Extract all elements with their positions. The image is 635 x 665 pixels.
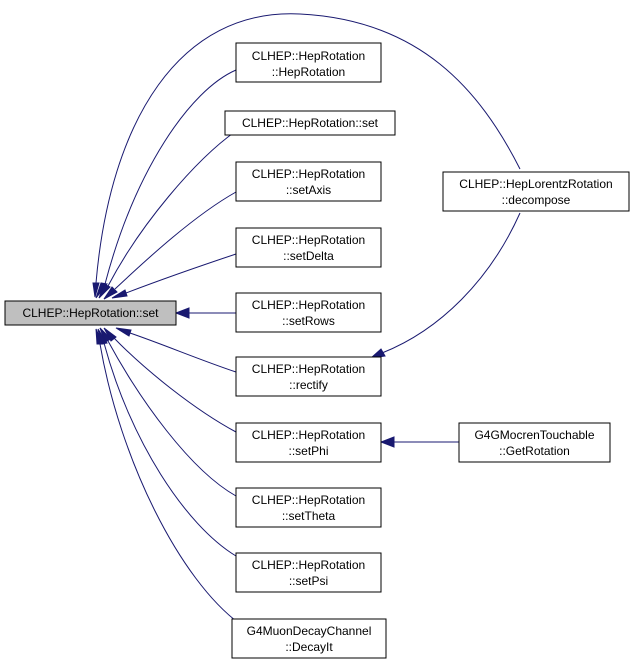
arrowhead-set-rows xyxy=(174,307,190,319)
node-label-line2: ::GetRotation xyxy=(499,444,570,458)
edge-set-psi-to-root xyxy=(103,342,237,557)
node-label: CLHEP::HepRotation::set xyxy=(22,306,159,320)
node-label-line1: CLHEP::HepRotation xyxy=(252,298,365,312)
edge-set-theta-to-root xyxy=(107,340,237,497)
node-hep-rotation-ctor[interactable]: CLHEP::HepRotation ::HepRotation xyxy=(235,42,382,83)
arrowhead-mocren-get-rotation xyxy=(379,436,395,448)
arrowhead-lorentz-decompose-root xyxy=(92,282,100,298)
node-hep-rotation-set[interactable]: CLHEP::HepRotation::set xyxy=(224,110,396,136)
node-label: CLHEP::HepRotation::set xyxy=(242,116,379,130)
node-label-line1: CLHEP::HepLorentzRotation xyxy=(459,177,612,191)
node-set-psi[interactable]: CLHEP::HepRotation ::setPsi xyxy=(235,552,382,593)
arrowhead-muon-decay-it xyxy=(95,328,104,345)
edge-lorentz-decompose-to-root xyxy=(95,13,521,284)
arrowhead-set-theta xyxy=(99,327,112,343)
node-muon-decay-it[interactable]: G4MuonDecayChannel ::DecayIt xyxy=(231,618,387,659)
node-label-line1: CLHEP::HepRotation xyxy=(252,362,365,376)
edge-hep-rotation-set-to-root xyxy=(107,130,237,287)
node-label-line2: ::setDelta xyxy=(283,249,334,263)
node-set-rows[interactable]: CLHEP::HepRotation ::setRows xyxy=(235,292,382,333)
node-label-line2: ::setRows xyxy=(282,314,335,328)
node-label-line2: ::setAxis xyxy=(286,183,331,197)
edges xyxy=(95,13,521,625)
node-set-phi[interactable]: CLHEP::HepRotation ::setPhi xyxy=(235,422,382,463)
node-set-axis[interactable]: CLHEP::HepRotation ::setAxis xyxy=(235,161,382,202)
node-label-line2: ::HepRotation xyxy=(272,65,345,79)
arrowhead-hep-rotation-set xyxy=(98,283,111,299)
node-label-line2: ::setPsi xyxy=(289,574,328,588)
node-label-line2: ::DecayIt xyxy=(285,640,333,654)
node-label-line2: ::rectify xyxy=(289,378,328,392)
node-label-line1: G4GMocrenTouchable xyxy=(474,428,594,442)
edge-muon-decay-it-to-root xyxy=(99,343,241,625)
arrowhead-rectify xyxy=(115,327,132,337)
node-label-line1: CLHEP::HepRotation xyxy=(252,428,365,442)
edge-lorentz-decompose-to-rectify xyxy=(381,212,521,354)
node-label-line1: CLHEP::HepRotation xyxy=(252,493,365,507)
arrowhead-set-phi xyxy=(103,327,117,342)
edge-set-phi-to-root xyxy=(113,337,237,433)
edge-rectify-to-root xyxy=(129,332,237,373)
node-label-line1: CLHEP::HepRotation xyxy=(252,49,365,63)
arrowhead-set-axis xyxy=(103,286,118,300)
node-label-line1: CLHEP::HepRotation xyxy=(252,233,365,247)
node-label-line1: CLHEP::HepRotation xyxy=(252,558,365,572)
node-root-hep-rotation-set[interactable]: CLHEP::HepRotation::set xyxy=(4,300,177,326)
arrowhead-set-delta xyxy=(111,289,128,299)
node-label-line1: G4MuonDecayChannel xyxy=(247,624,372,638)
node-rectify[interactable]: CLHEP::HepRotation ::rectify xyxy=(235,356,382,397)
node-label-line1: CLHEP::HepRotation xyxy=(252,167,365,181)
edge-set-delta-to-root xyxy=(125,253,237,294)
edge-set-axis-to-root xyxy=(114,191,237,290)
node-mocren-get-rotation[interactable]: G4GMocrenTouchable ::GetRotation xyxy=(458,422,611,463)
node-label-line2: ::setPhi xyxy=(288,444,328,458)
edge-hep-rotation-ctor-to-root xyxy=(104,69,237,285)
node-label-line2: ::setTheta xyxy=(282,509,336,523)
node-lorentz-decompose[interactable]: CLHEP::HepLorentzRotation ::decompose xyxy=(442,171,630,212)
node-set-theta[interactable]: CLHEP::HepRotation ::setTheta xyxy=(235,487,382,528)
node-label-line2: ::decompose xyxy=(502,193,571,207)
node-set-delta[interactable]: CLHEP::HepRotation ::setDelta xyxy=(235,227,382,268)
